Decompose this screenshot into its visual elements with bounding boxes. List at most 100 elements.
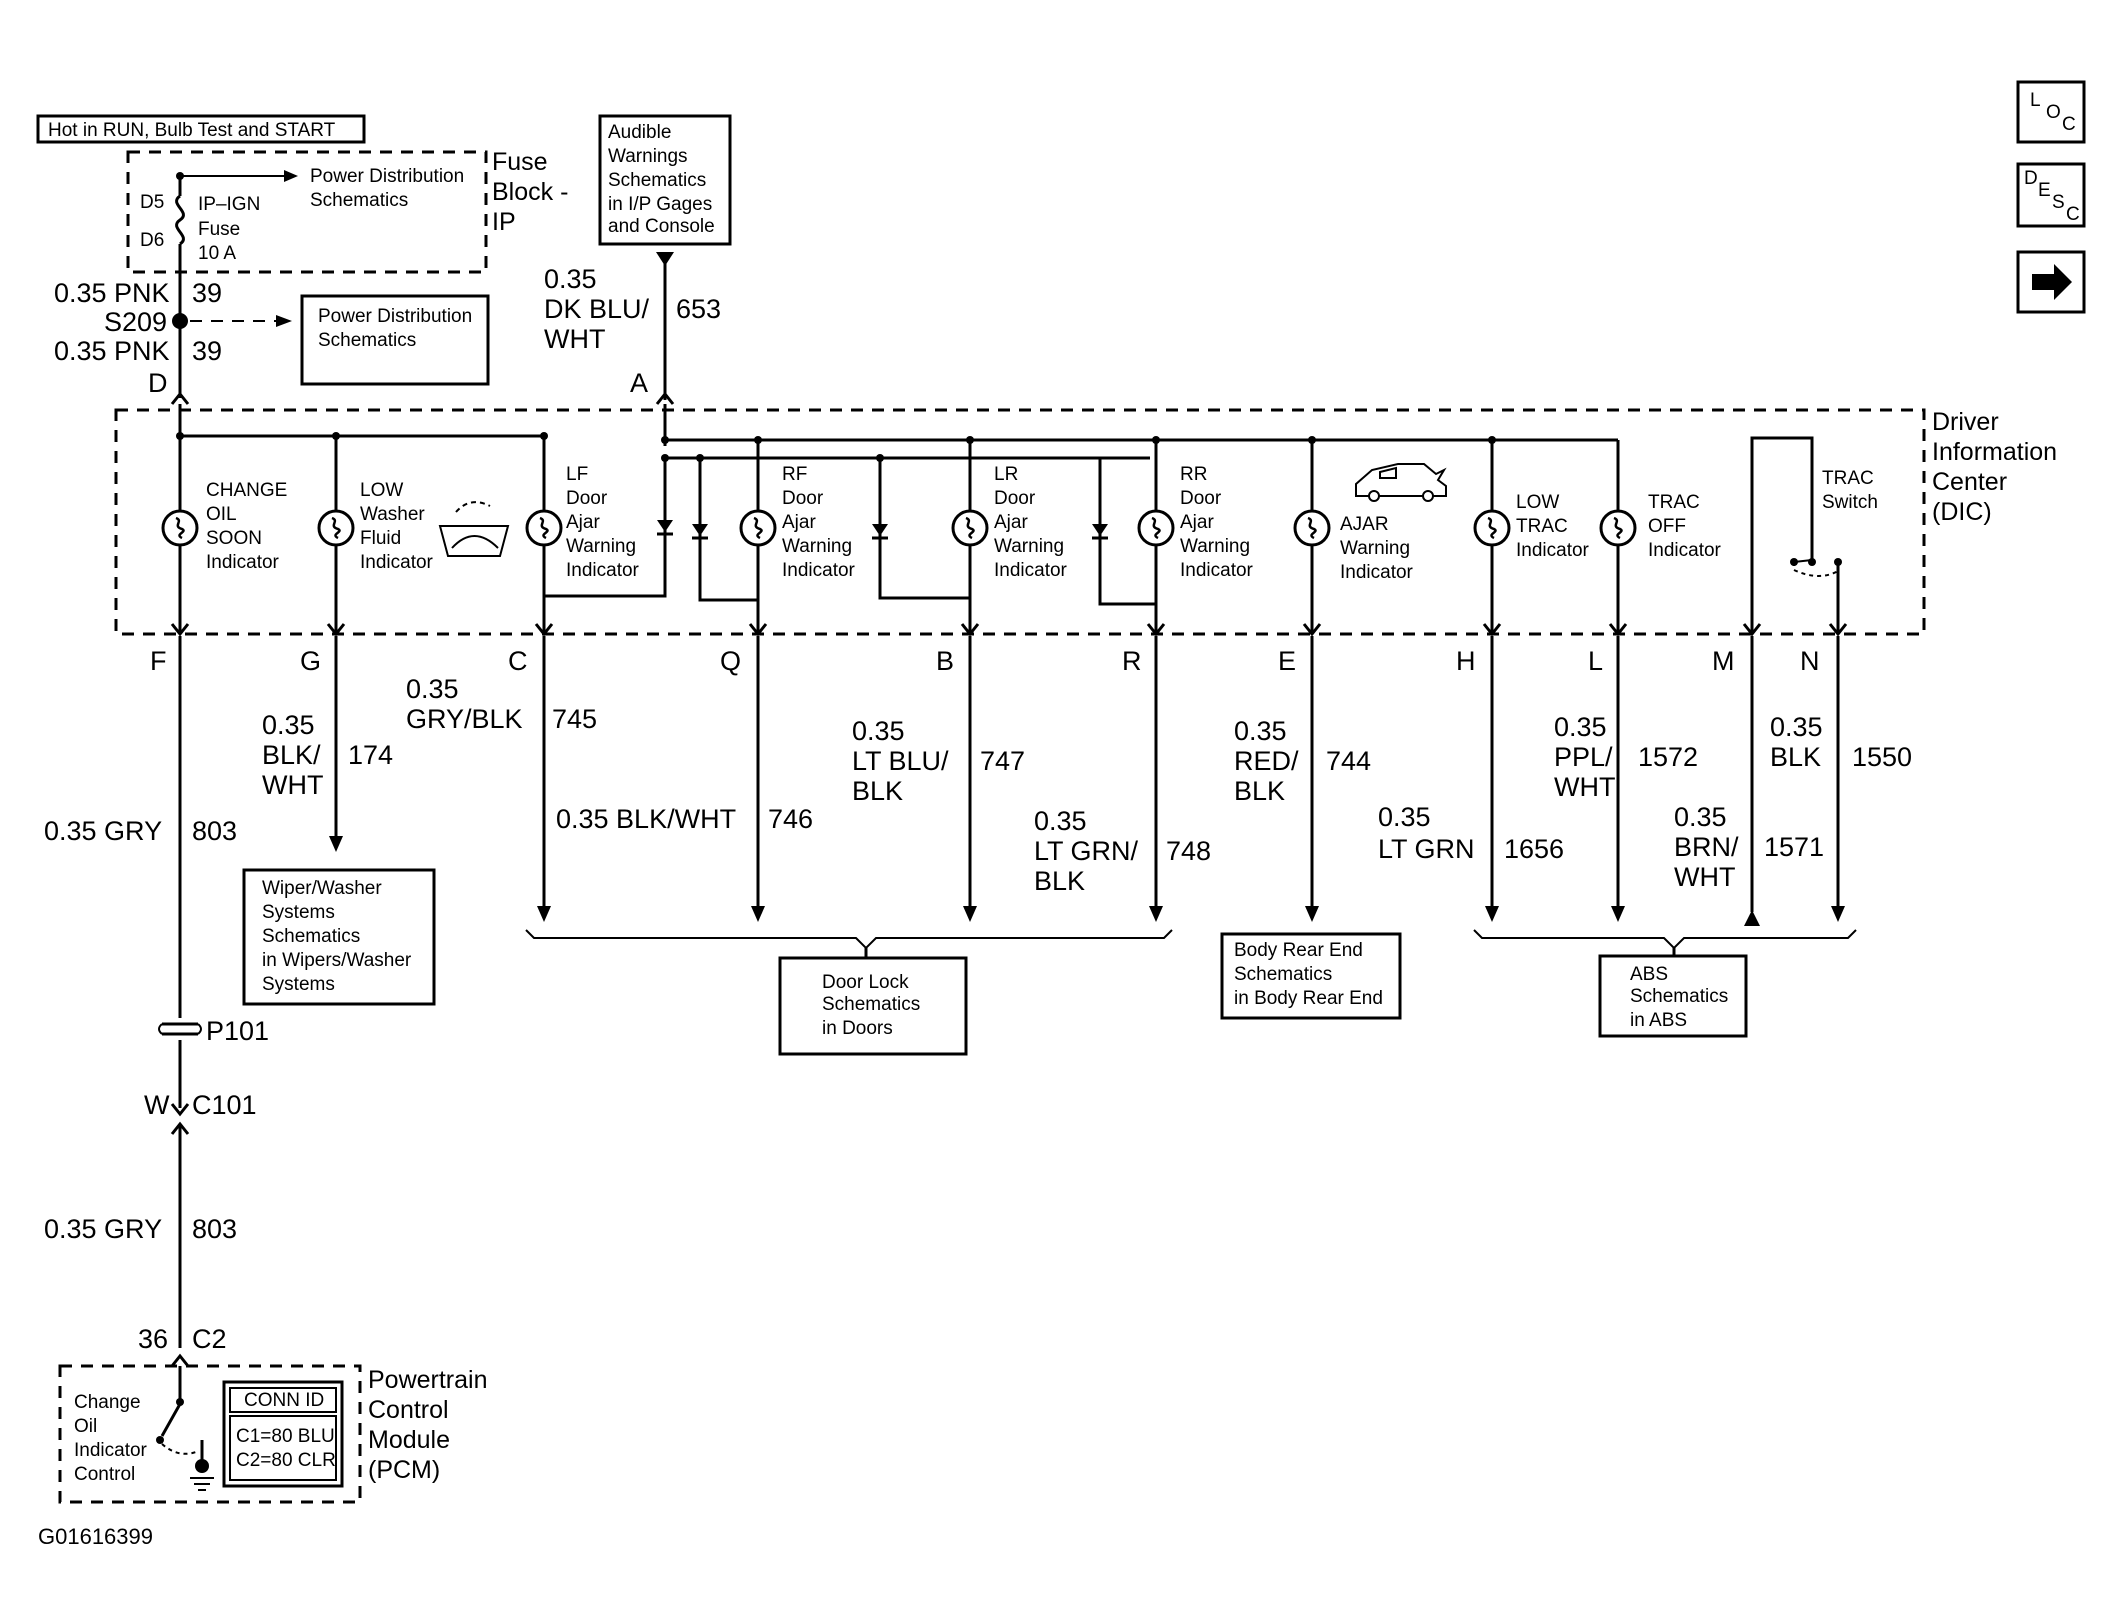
svg-text:Fuse: Fuse [198, 219, 240, 240]
svg-text:Door Lock: Door Lock [822, 972, 909, 993]
svg-text:39: 39 [192, 336, 222, 366]
rr-door-bulb-icon [1137, 509, 1175, 547]
svg-text:IP: IP [492, 208, 516, 236]
svg-text:C2: C2 [192, 1324, 227, 1354]
svg-text:D6: D6 [140, 230, 164, 251]
svg-text:WHT: WHT [1674, 862, 1735, 892]
svg-text:C: C [2062, 114, 2076, 135]
svg-text:WHT: WHT [262, 770, 323, 800]
svg-text:OFF: OFF [1648, 516, 1686, 537]
car-trunk-icon [1355, 463, 1447, 502]
svg-text:H: H [1456, 646, 1476, 676]
svg-text:E: E [2038, 180, 2051, 201]
svg-text:Fuse: Fuse [492, 148, 548, 176]
svg-text:Body Rear End: Body Rear End [1234, 940, 1363, 961]
svg-text:GRY/BLK: GRY/BLK [406, 704, 523, 734]
door-lock-ref: Door Lock Schematics in Doors [525, 929, 1173, 1056]
svg-text:D5: D5 [140, 192, 164, 213]
svg-text:Schematics: Schematics [262, 926, 360, 947]
svg-text:W: W [144, 1090, 170, 1120]
svg-text:748: 748 [1166, 836, 1211, 866]
svg-text:F: F [150, 646, 167, 676]
svg-text:LR: LR [994, 464, 1018, 485]
loc-button[interactable]: L O C [2016, 80, 2086, 144]
svg-text:Block -: Block - [492, 178, 568, 206]
svg-text:RR: RR [1180, 464, 1207, 485]
svg-text:Change: Change [74, 1392, 141, 1413]
svg-text:Control: Control [368, 1396, 449, 1424]
fuse-name: IP–IGN [198, 194, 260, 215]
svg-text:Information: Information [1932, 438, 2057, 466]
svg-text:0.35: 0.35 [852, 716, 905, 746]
svg-text:10 A: 10 A [198, 243, 236, 264]
svg-text:Warning: Warning [994, 536, 1064, 557]
wire-e-744: 0.35 RED/ BLK 744 [1234, 636, 1371, 922]
svg-text:CHANGE: CHANGE [206, 480, 287, 501]
connector-p101: P101 [158, 1016, 269, 1046]
svg-text:BLK/: BLK/ [262, 740, 321, 770]
svg-text:LT GRN: LT GRN [1378, 834, 1475, 864]
svg-text:R: R [1122, 646, 1142, 676]
svg-text:0.35: 0.35 [1034, 806, 1087, 836]
svg-text:SOON: SOON [206, 528, 262, 549]
desc-button[interactable]: D E S C [2016, 162, 2086, 228]
svg-text:TRAC: TRAC [1822, 468, 1874, 489]
svg-text:Indicator: Indicator [1180, 560, 1254, 581]
svg-text:0.35: 0.35 [1234, 716, 1287, 746]
svg-text:BLK: BLK [1234, 776, 1285, 806]
svg-text:in Doors: in Doors [822, 1018, 893, 1039]
svg-text:747: 747 [980, 746, 1025, 776]
svg-text:1571: 1571 [1764, 832, 1824, 862]
connector-c101: W C101 0.35 GRY 803 [44, 1040, 257, 1348]
svg-text:WHT: WHT [544, 324, 605, 354]
svg-text:C101: C101 [192, 1090, 257, 1120]
svg-text:and Console: and Console [608, 216, 715, 237]
svg-text:Ajar: Ajar [994, 512, 1028, 533]
svg-text:Systems: Systems [262, 974, 335, 995]
wire-n-1550: 0.35 BLK 1550 [1770, 636, 1912, 922]
conn-id-box: CONN ID C1=80 BLU C2=80 CLR [222, 1380, 344, 1488]
wiper-washer-ref: Wiper/Washer Systems Schematics in Wiper… [242, 868, 436, 1006]
low-trac-bulb-icon [1473, 509, 1511, 547]
svg-text:Control: Control [74, 1464, 135, 1485]
svg-text:Indicator: Indicator [782, 560, 856, 581]
wire-m-1571: 0.35 BRN/ WHT 1571 [1674, 636, 1824, 926]
svg-text:Hot in RUN, Bulb Test and STAR: Hot in RUN, Bulb Test and START [48, 120, 336, 141]
splice-s209: 0.35 PNK 39 S209 0.35 PNK 39 Power Distr… [54, 272, 490, 406]
svg-text:in Body Rear End: in Body Rear End [1234, 988, 1383, 1009]
svg-text:0.35: 0.35 [1378, 802, 1431, 832]
svg-text:0.35: 0.35 [1674, 802, 1727, 832]
audible-warnings-ref: Audible Warnings Schematics in I/P Gages… [544, 114, 732, 406]
svg-text:LOW: LOW [360, 480, 403, 501]
hot-in-label: Hot in RUN, Bulb Test and START [36, 114, 366, 144]
rf-door-bulb-icon [739, 509, 777, 547]
svg-text:Audible: Audible [608, 122, 671, 143]
svg-text:S209: S209 [104, 307, 167, 337]
fuse-block-ip: Fuse Block - IP D5 D6 IP–IGN Fuse 10 A P… [126, 148, 568, 274]
svg-text:TRAC: TRAC [1648, 492, 1700, 513]
svg-text:C2=80 CLR: C2=80 CLR [236, 1450, 336, 1471]
washer-fluid-icon [438, 501, 510, 557]
svg-text:Ajar: Ajar [566, 512, 600, 533]
next-arrow-button[interactable] [2016, 250, 2086, 314]
svg-text:39: 39 [192, 278, 222, 308]
lf-door-bulb-icon [525, 509, 563, 547]
svg-text:Power Distribution: Power Distribution [318, 306, 472, 327]
wire-g-174: 0.35 BLK/ WHT 174 [262, 636, 393, 852]
svg-text:in I/P Gages: in I/P Gages [608, 194, 712, 215]
svg-text:LF: LF [566, 464, 588, 485]
svg-text:0.35: 0.35 [262, 710, 315, 740]
svg-text:Indicator: Indicator [1516, 540, 1590, 561]
svg-text:P101: P101 [206, 1016, 269, 1046]
svg-text:Fluid: Fluid [360, 528, 401, 549]
svg-text:0.35: 0.35 [544, 264, 597, 294]
svg-text:BLK: BLK [852, 776, 903, 806]
fuse-icon [175, 194, 185, 246]
svg-text:0.35: 0.35 [1554, 712, 1607, 742]
svg-text:Schematics: Schematics [310, 190, 408, 211]
svg-text:Door: Door [994, 488, 1036, 509]
svg-text:in ABS: in ABS [1630, 1010, 1687, 1031]
svg-text:Indicator: Indicator [994, 560, 1068, 581]
svg-text:Warnings: Warnings [608, 146, 688, 167]
